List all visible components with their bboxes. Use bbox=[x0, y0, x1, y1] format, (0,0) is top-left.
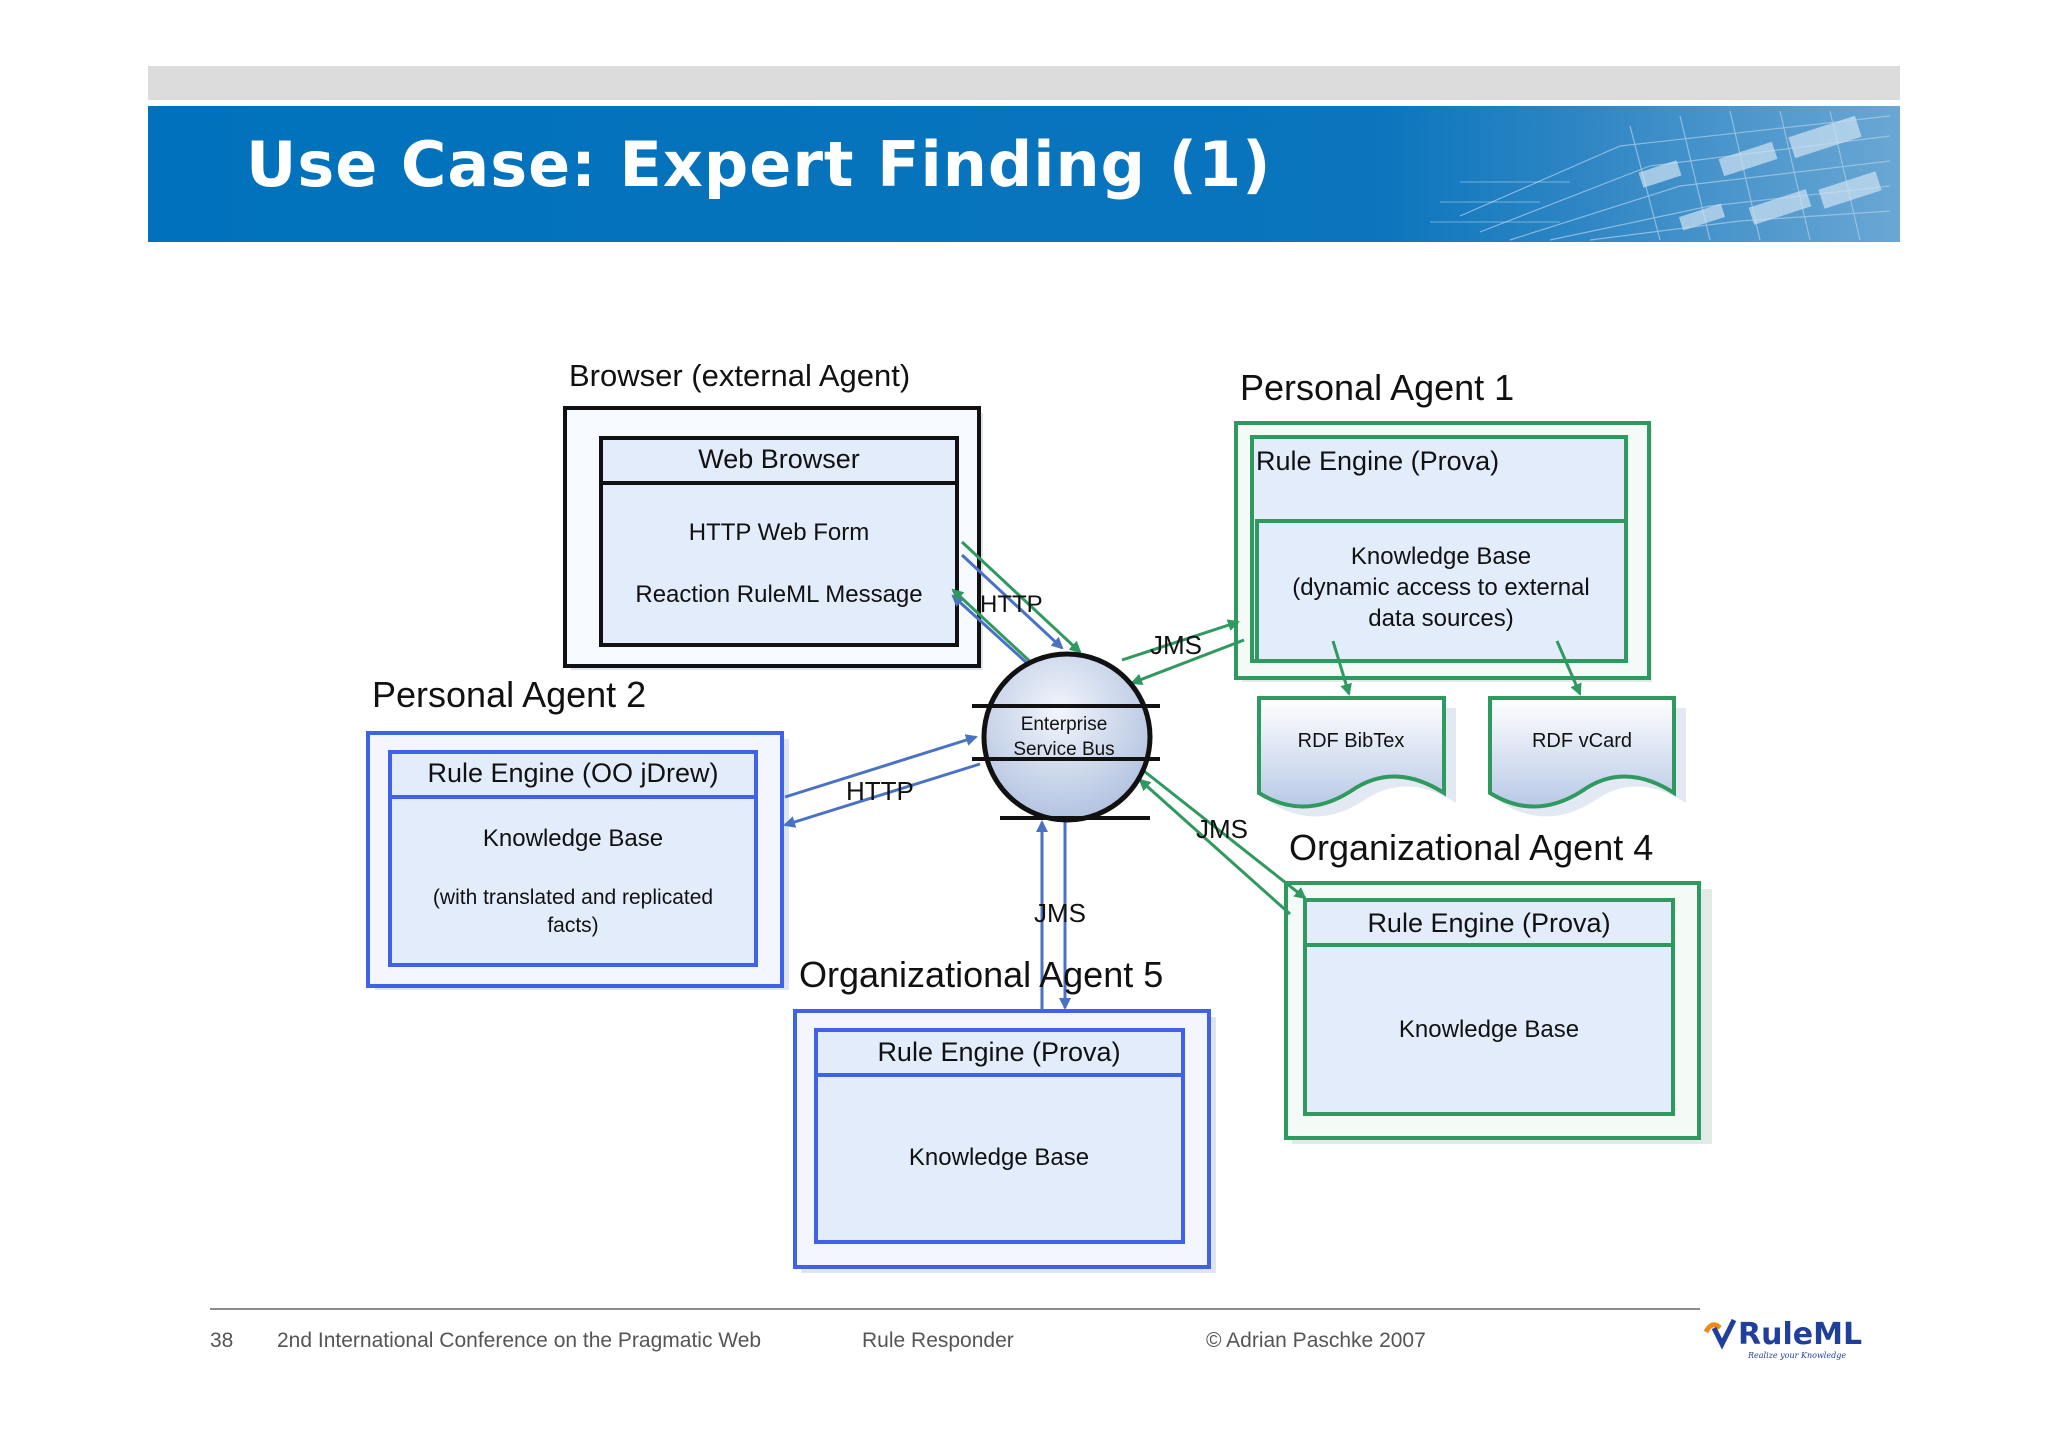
oa4-heading: Organizational Agent 4 bbox=[1289, 827, 1653, 868]
kb-to-bibtex-arrow bbox=[1331, 640, 1352, 696]
pa2-kb-label: Knowledge Base bbox=[483, 825, 663, 852]
personal-agent-1: Personal Agent 1 Rule Engine (Prova) Kno… bbox=[1234, 367, 1652, 682]
organizational-agent-5: Rule Engine (Prova) Knowledge Base bbox=[793, 1009, 1216, 1273]
footer-conference: 2nd International Conference on the Prag… bbox=[277, 1329, 762, 1352]
title-bar: Use Case: Expert Finding (1) bbox=[148, 106, 1900, 242]
oa5-kb-label: Knowledge Base bbox=[909, 1144, 1089, 1171]
rdf-vcard-doc: RDF vCard bbox=[1488, 696, 1686, 817]
oa4-to-esb-jms-arrow bbox=[1138, 778, 1291, 916]
ruleml-logo-tagline: Realize your Knowledge bbox=[1747, 1351, 1846, 1360]
rdf-bibtex-label: RDF BibTex bbox=[1298, 730, 1405, 752]
pa1-kb-label: Knowledge Base bbox=[1351, 543, 1531, 570]
pa1-kb-desc-2: data sources) bbox=[1368, 605, 1513, 632]
jms-pa1-label: JMS bbox=[1150, 630, 1202, 660]
title-bar-decoration bbox=[1430, 110, 1891, 241]
jms-oa5-label: JMS bbox=[1034, 898, 1086, 928]
oa4-kb-label: Knowledge Base bbox=[1399, 1016, 1579, 1043]
pa1-kb-desc-1: (dynamic access to external bbox=[1292, 574, 1589, 601]
reaction-ruleml-label: Reaction RuleML Message bbox=[635, 581, 922, 608]
jms-oa4-label: JMS bbox=[1196, 814, 1248, 844]
organizational-agent-4: Organizational Agent 4 Rule Engine (Prov… bbox=[1284, 827, 1712, 1144]
ruleml-logo-swoosh bbox=[1703, 1322, 1722, 1334]
oa5-heading: Organizational Agent 5 bbox=[799, 954, 1163, 995]
oa4-rule-engine-label: Rule Engine (Prova) bbox=[1367, 908, 1610, 938]
pa2-kb-desc-1: (with translated and replicated bbox=[433, 886, 713, 909]
pa1-heading: Personal Agent 1 bbox=[1240, 367, 1514, 408]
kb-to-vcard-arrow bbox=[1555, 640, 1582, 696]
browser-heading: Browser (external Agent) bbox=[569, 358, 910, 393]
esb-to-browser-http-arrow bbox=[951, 594, 1030, 666]
page-number: 38 bbox=[210, 1329, 234, 1352]
top-gray-band bbox=[148, 66, 1900, 100]
ruleml-logo: RuleML Realize your Knowledge bbox=[1703, 1317, 1862, 1360]
oa5-rule-engine-label: Rule Engine (Prova) bbox=[877, 1037, 1120, 1067]
slide-title: Use Case: Expert Finding (1) bbox=[246, 128, 1272, 201]
ruleml-logo-check bbox=[1711, 1318, 1737, 1350]
http-browser-label: HTTP bbox=[980, 591, 1043, 618]
esb-to-browser-green-arrow bbox=[951, 588, 1038, 669]
esb-to-oa4-jms-arrow bbox=[1129, 758, 1307, 900]
pa2-kb-desc-2: facts) bbox=[547, 914, 598, 937]
browser-to-esb-green-arrow bbox=[960, 540, 1082, 654]
browser-agent: Browser (external Agent) Web Browser HTT… bbox=[563, 358, 983, 670]
esb-label-2: Service Bus bbox=[1013, 739, 1114, 760]
enterprise-service-bus: Enterprise Service Bus bbox=[972, 651, 1160, 823]
browser-to-esb-http-arrow bbox=[960, 553, 1064, 650]
personal-agent-2: Personal Agent 2 Rule Engine (OO jDrew) … bbox=[366, 674, 789, 990]
footer-talk-title: Rule Responder bbox=[862, 1329, 1014, 1352]
esb-label-1: Enterprise bbox=[1021, 714, 1108, 735]
pa1-to-esb-jms-arrow bbox=[1130, 638, 1245, 686]
pa2-heading: Personal Agent 2 bbox=[372, 674, 646, 715]
pa1-rule-engine-label: Rule Engine (Prova) bbox=[1256, 446, 1499, 476]
http-web-form-label: HTTP Web Form bbox=[689, 519, 869, 546]
pa2-to-esb-http-arrow bbox=[784, 734, 978, 799]
web-browser-label: Web Browser bbox=[698, 444, 860, 474]
rdf-bibtex-doc: RDF BibTex bbox=[1257, 696, 1456, 817]
footer-divider bbox=[210, 1308, 1700, 1310]
esb-to-pa1-jms-arrow bbox=[1121, 619, 1240, 662]
ruleml-logo-text: RuleML bbox=[1738, 1317, 1862, 1352]
rdf-vcard-label: RDF vCard bbox=[1532, 730, 1632, 752]
esb-to-pa2-http-arrow bbox=[783, 762, 981, 828]
http-pa2-label: HTTP bbox=[846, 776, 914, 806]
footer-copyright: © Adrian Paschke 2007 bbox=[1206, 1329, 1426, 1352]
pa2-rule-engine-label: Rule Engine (OO jDrew) bbox=[427, 758, 718, 788]
